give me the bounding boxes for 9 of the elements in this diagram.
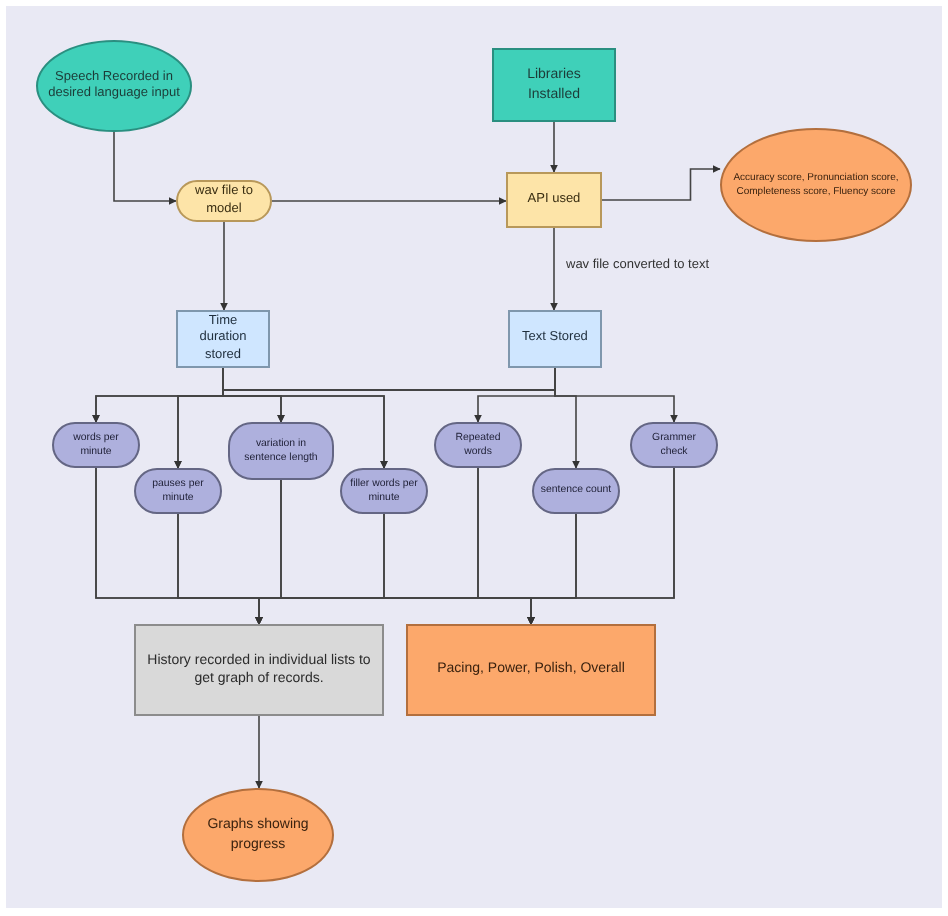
arrow [527,467,675,625]
arrow [220,221,228,311]
arrow [554,367,678,423]
arrow [113,131,177,205]
arrow [255,715,263,789]
arrow [271,197,507,205]
arrow [550,227,558,311]
arrow [601,165,721,201]
arrow [550,121,558,173]
